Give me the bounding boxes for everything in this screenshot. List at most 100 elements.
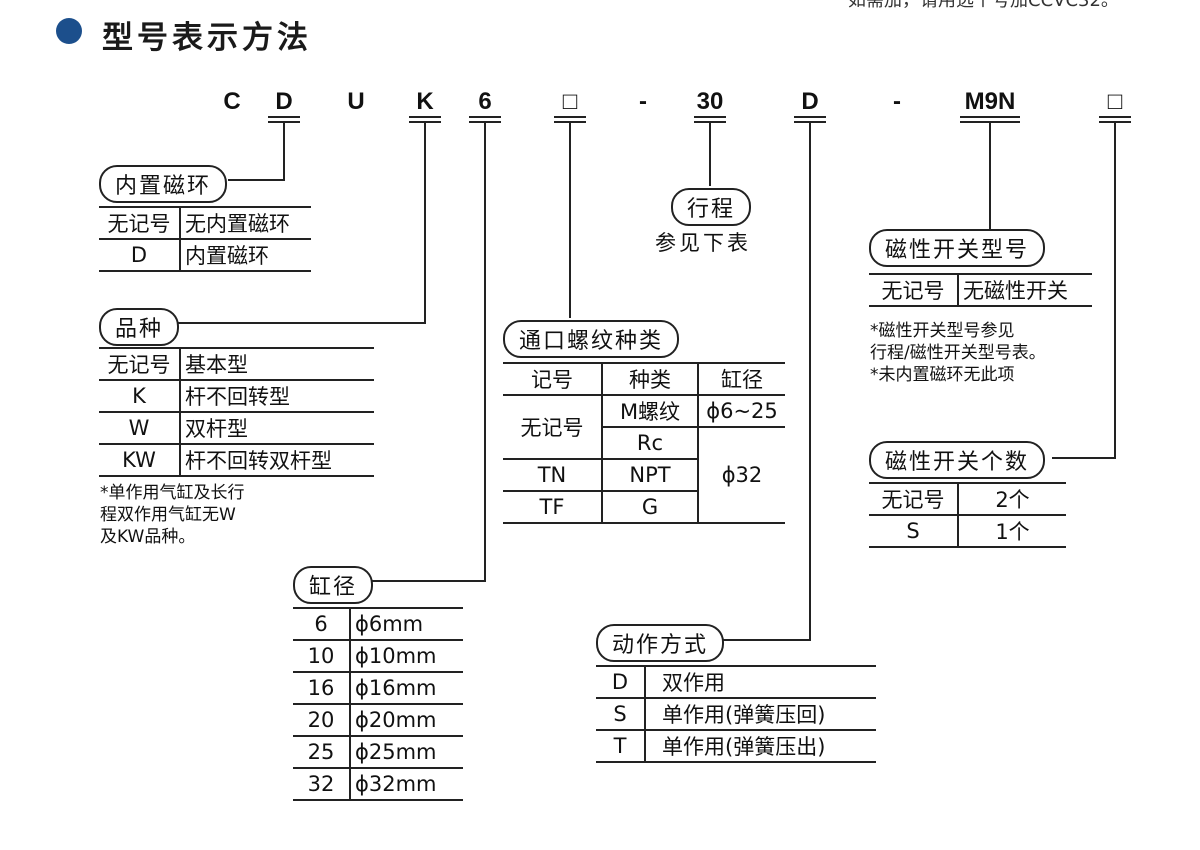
table-row: 无记号无磁性开关 — [869, 273, 1092, 307]
switch-model-code: 无记号 — [869, 273, 959, 307]
code-char-switch: M9N — [964, 88, 1016, 115]
table-row: TF G — [503, 490, 785, 524]
code-char-bore: 6 — [478, 88, 492, 115]
bore-size: ϕ6mm — [350, 607, 463, 640]
table-row: 无记号 M螺纹 ϕ6~25 — [503, 394, 785, 460]
stroke-note: 参见下表 — [655, 231, 751, 255]
action-desc: 双作用 — [645, 665, 876, 698]
thread-header-type: 种类 — [601, 362, 699, 396]
bore-size: ϕ20mm — [350, 703, 463, 736]
code-char-c: C — [223, 88, 241, 115]
code-char-d: D — [275, 88, 293, 115]
code-char-dash-2: - — [893, 88, 901, 115]
code-char-action: D — [801, 88, 819, 115]
bore-size: ϕ10mm — [350, 639, 463, 672]
switch-model-note: *磁性开关型号参见行程/磁性开关型号表。*未内置磁环无此项 — [870, 321, 1046, 385]
magnet-ring-code: 无记号 — [99, 206, 181, 239]
switch-count-code: S — [869, 514, 959, 548]
action-desc: 单作用(弹簧压出) — [645, 729, 876, 763]
thread-header-mark: 记号 — [503, 362, 603, 396]
switch-count-code: 无记号 — [869, 482, 959, 515]
bore-size: ϕ25mm — [350, 735, 463, 768]
magnet-ring-desc: 无内置磁环 — [180, 206, 311, 239]
code-char-u: U — [347, 88, 365, 115]
switch-model-label: 磁性开关型号 — [869, 229, 1046, 267]
switch-count-label: 磁性开关个数 — [869, 441, 1046, 479]
thread-mark: 无记号 — [503, 394, 603, 460]
thread-type: G — [601, 490, 698, 524]
action-desc: 单作用(弹簧压回) — [645, 697, 876, 730]
variety-desc: 杆不回转双杆型 — [180, 443, 374, 477]
variety-code: KW — [99, 443, 181, 477]
thread-table: 记号 种类 缸径 无记号 M螺纹 ϕ6~25 Rc ϕ32 TN NPT TF … — [503, 362, 785, 524]
bore-code: 16 — [293, 671, 351, 704]
top-note: 如需加，请用选个号加CCVC32。 — [848, 0, 1119, 11]
bore-code: 32 — [293, 767, 351, 801]
switch-count-qty: 2个 — [958, 482, 1066, 515]
code-char-dash-1: - — [639, 88, 647, 115]
action-code: D — [596, 665, 646, 698]
action-label: 动作方式 — [596, 624, 725, 662]
thread-mark: TN — [503, 458, 603, 492]
table-row: Rc ϕ32 — [503, 426, 785, 524]
stroke-label: 行程 — [671, 188, 752, 226]
bore-code: 10 — [293, 639, 351, 672]
page-title: 型号表示方法 — [102, 20, 312, 56]
code-char-switch-count: □ — [1107, 88, 1123, 115]
bore-code: 6 — [293, 607, 351, 640]
thread-header-bore: 缸径 — [697, 362, 785, 396]
variety-code: W — [99, 411, 181, 444]
switch-count-qty: 1个 — [958, 514, 1066, 548]
thread-mark: TF — [503, 490, 603, 524]
switch-model-table: 无记号无磁性开关 — [869, 273, 1092, 307]
action-code: S — [596, 697, 646, 730]
bore-size: ϕ32mm — [350, 767, 463, 801]
table-row: TN NPT — [503, 458, 785, 492]
code-char-stroke: 30 — [696, 88, 724, 115]
table-row: 无记号基本型 — [99, 347, 374, 380]
bore-label: 缸径 — [293, 566, 374, 604]
variety-desc: 杆不回转型 — [180, 379, 374, 412]
variety-code: K — [99, 379, 181, 412]
table-row: 记号 种类 缸径 — [503, 362, 785, 396]
thread-type: NPT — [601, 458, 698, 492]
action-code: T — [596, 729, 646, 763]
table-row: 无记号无内置磁环 — [99, 206, 311, 239]
bore-code: 20 — [293, 703, 351, 736]
thread-bore: ϕ32 — [697, 426, 785, 524]
magnet-ring-code: D — [99, 238, 181, 272]
magnet-ring-desc: 内置磁环 — [180, 238, 311, 272]
thread-label: 通口螺纹种类 — [503, 320, 680, 358]
header-bullet-icon — [56, 18, 82, 44]
switch-model-desc: 无磁性开关 — [958, 273, 1092, 307]
variety-desc: 双杆型 — [180, 411, 374, 444]
thread-type: Rc — [602, 426, 699, 460]
magnet-ring-label: 内置磁环 — [99, 165, 228, 203]
variety-code: 无记号 — [99, 347, 181, 380]
bore-code: 25 — [293, 735, 351, 768]
code-char-thread: □ — [562, 88, 578, 115]
code-char-k: K — [416, 88, 434, 115]
bore-size: ϕ16mm — [350, 671, 463, 704]
